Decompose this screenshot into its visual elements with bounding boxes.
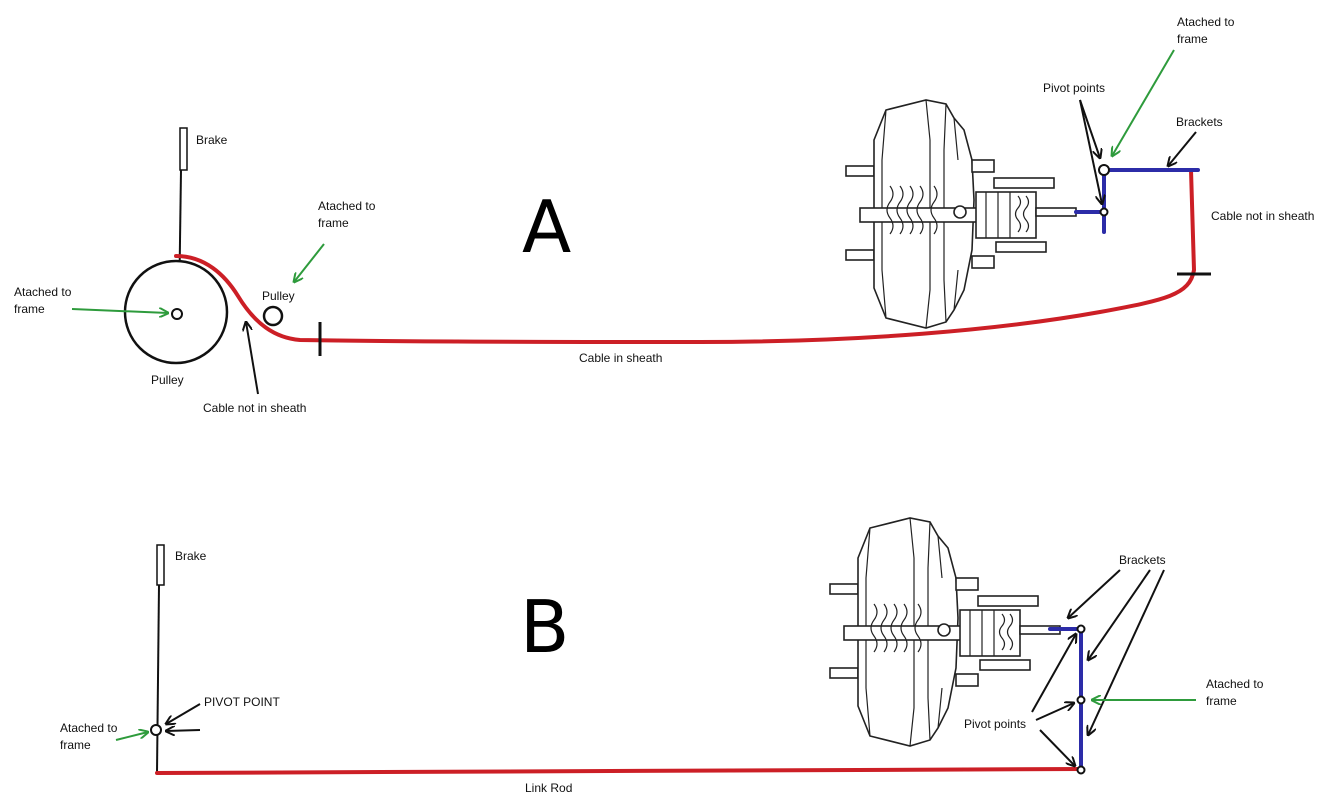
diagram-b: B Brake PIVOT POINT Atached to frame Lin… bbox=[60, 517, 1264, 795]
black-arrow-pivot-mid-a bbox=[1079, 99, 1102, 204]
attached-top-a-l1: Atached to bbox=[1177, 15, 1235, 29]
brake-booster-a bbox=[845, 99, 1077, 329]
pulley-small-label: Pulley bbox=[262, 289, 295, 303]
pivot-point-b-label: PIVOT POINT bbox=[204, 695, 280, 709]
small-pulley bbox=[262, 305, 284, 327]
green-arrow-pulley-a bbox=[294, 243, 325, 282]
pivot-top-a bbox=[1098, 164, 1110, 176]
brake-cable-a bbox=[174, 168, 1197, 345]
brake-booster-b bbox=[829, 517, 1061, 747]
pivot-mid-b bbox=[1076, 695, 1086, 705]
cable-not-in-sheath-right: Cable not in sheath bbox=[1211, 209, 1314, 223]
black-arrow-pivot-b-top bbox=[1031, 634, 1076, 713]
green-arrow-left-b bbox=[115, 732, 148, 741]
black-arrow-pivot-b-bot bbox=[1039, 729, 1075, 766]
attached-pulley-a-l2: frame bbox=[318, 216, 349, 230]
link-rod bbox=[155, 767, 1083, 775]
black-arrow-brackets-a bbox=[1168, 131, 1197, 166]
black-arrow-cable-a bbox=[246, 322, 259, 395]
black-arrow-brackets-b-3 bbox=[1088, 569, 1165, 735]
brake-pedal-pad-b bbox=[156, 544, 165, 586]
brackets-a-label: Brackets bbox=[1176, 115, 1223, 129]
link-rod-label: Link Rod bbox=[525, 781, 572, 795]
pivot-mid-a bbox=[1099, 207, 1109, 217]
black-arrow-brackets-b-2 bbox=[1088, 569, 1151, 660]
brake-pedal-arm-b bbox=[156, 584, 160, 774]
brake-pedal-pad bbox=[179, 127, 188, 171]
brackets-b-label: Brackets bbox=[1119, 553, 1166, 567]
attached-left-a-l2: frame bbox=[14, 302, 45, 316]
pulley-pivot bbox=[171, 308, 183, 320]
pivot-point-b bbox=[150, 724, 162, 736]
black-arrow-brackets-b-1 bbox=[1068, 569, 1121, 618]
diagram-b-letter: B bbox=[520, 585, 569, 669]
green-arrow-left-a bbox=[71, 309, 168, 313]
pivot-bottom-b bbox=[1076, 765, 1086, 775]
attached-right-b-l2: frame bbox=[1206, 694, 1237, 708]
attached-right-b-l1: Atached to bbox=[1206, 677, 1264, 691]
cable-in-sheath-label: Cable in sheath bbox=[579, 351, 662, 365]
attached-top-a-l2: frame bbox=[1177, 32, 1208, 46]
black-arrow-pivot-top-a bbox=[1079, 99, 1100, 158]
pivot-points-a-label: Pivot points bbox=[1043, 81, 1105, 95]
green-arrow-top-a bbox=[1112, 49, 1175, 156]
black-arrow-pivot-b-1 bbox=[166, 703, 201, 724]
pivot-points-b-label: Pivot points bbox=[964, 717, 1026, 731]
attached-pulley-a-l1: Atached to bbox=[318, 199, 376, 213]
attached-left-b-l2: frame bbox=[60, 738, 91, 752]
pulley-big-label: Pulley bbox=[151, 373, 184, 387]
pivot-top-b bbox=[1076, 624, 1086, 634]
diagram-a-letter: A bbox=[522, 185, 571, 269]
attached-left-a-l1: Atached to bbox=[14, 285, 72, 299]
brake-label-b: Brake bbox=[175, 549, 207, 563]
diagram-a: A Brake Atached to frame Pulley Pulley A… bbox=[14, 15, 1314, 415]
brake-label-a: Brake bbox=[196, 133, 228, 147]
cable-not-in-sheath-left: Cable not in sheath bbox=[203, 401, 306, 415]
black-arrow-pivot-b-mid bbox=[1035, 703, 1074, 721]
attached-left-b-l1: Atached to bbox=[60, 721, 118, 735]
black-arrow-pivot-b-2 bbox=[166, 730, 201, 731]
